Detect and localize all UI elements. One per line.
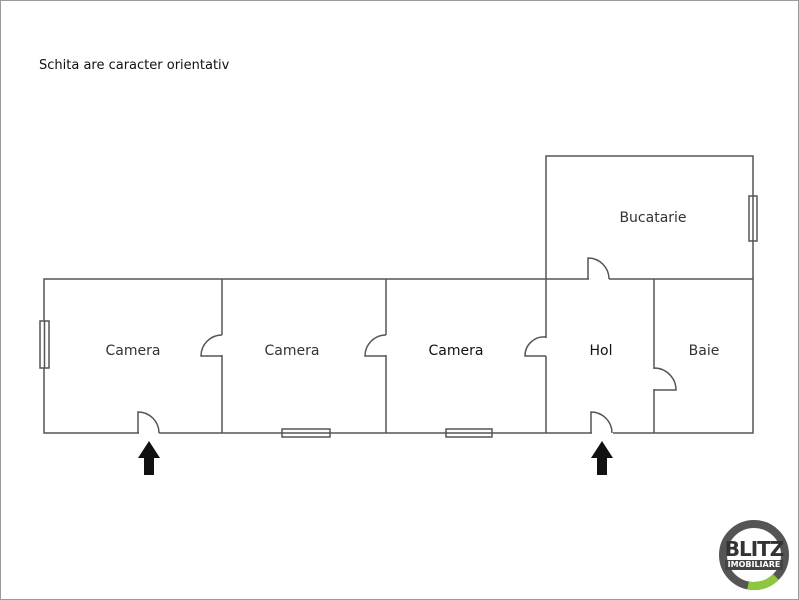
room-label-camera: Camera xyxy=(264,343,320,359)
wall-outline xyxy=(43,278,754,434)
room-label-hol: Hol xyxy=(589,343,613,359)
room-label-camera: Camera xyxy=(428,343,484,359)
door-icon xyxy=(364,334,387,357)
door-icon xyxy=(587,257,610,280)
door-icon xyxy=(590,411,613,434)
door-icon xyxy=(653,367,677,391)
door-icon xyxy=(524,336,547,357)
blitz-logo: BLITZ IMOBILIARE xyxy=(718,519,790,591)
door-icon xyxy=(137,411,160,434)
disclaimer-note: Schita are caracter orientativ xyxy=(39,58,230,73)
room-label-bucatarie: Bucatarie xyxy=(619,210,687,226)
logo-title: BLITZ xyxy=(724,537,785,561)
room-label-baie: Baie xyxy=(688,343,720,359)
entrance-arrow-icon xyxy=(138,441,160,475)
room-label-camera: Camera xyxy=(105,343,161,359)
door-icon xyxy=(200,334,223,357)
logo-subtitle: IMOBILIARE xyxy=(725,560,783,570)
entrance-arrow-icon xyxy=(591,441,613,475)
logo-ring-icon xyxy=(719,520,789,591)
